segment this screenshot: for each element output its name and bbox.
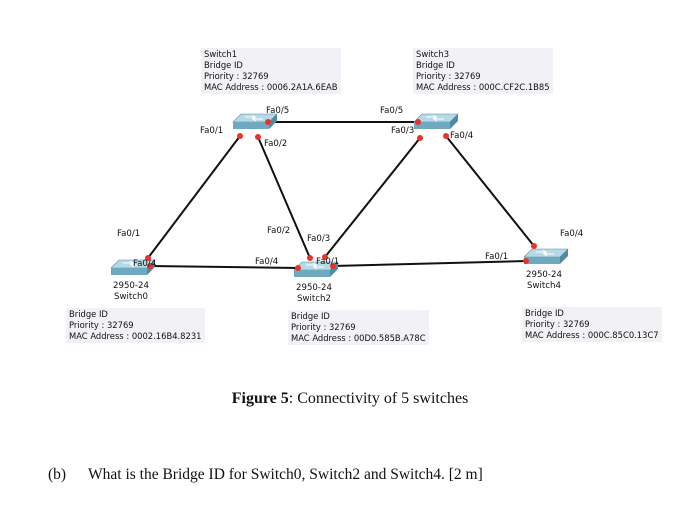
port-dot-switch0-Fa0-1 bbox=[145, 255, 151, 261]
switch0-name-label: Switch0 bbox=[114, 292, 148, 302]
switch2-model-label: 2950-24 bbox=[296, 283, 332, 293]
switch1-info-mac: MAC Address : 0006.2A1A.6EAB bbox=[204, 82, 338, 92]
switch3-info-title: Switch3 bbox=[416, 49, 450, 59]
link-switch1-switch0 bbox=[147, 135, 241, 259]
switch4-info-priority: Priority : 32769 bbox=[525, 319, 590, 329]
switch0-info: Bridge ID Priority : 32769 MAC Address :… bbox=[66, 308, 205, 343]
switch2-name-label: Switch2 bbox=[297, 294, 331, 304]
port-label-switch0-Fa0-1: Fa0/1 bbox=[117, 229, 140, 239]
port-dot-switch2-Fa0-4 bbox=[295, 265, 301, 271]
switch0-info-mac: MAC Address : 0002.16B4.8231 bbox=[69, 331, 202, 341]
switch2-icon[interactable] bbox=[293, 261, 339, 277]
question: (b) What is the Bridge ID for Switch0, Sw… bbox=[48, 466, 483, 484]
port-label-switch4-Fa0-1: Fa0/1 bbox=[485, 252, 508, 262]
switch1-info-priority: Priority : 32769 bbox=[204, 71, 269, 81]
port-label-switch1-Fa0-5: Fa0/5 bbox=[266, 106, 289, 116]
figure-caption-text: : Connectivity of 5 switches bbox=[288, 390, 469, 407]
port-label-switch2-Fa0-2: Fa0/2 bbox=[267, 226, 290, 236]
switch3-info-mac: MAC Address : 000C.CF2C.1B85 bbox=[416, 82, 550, 92]
port-dot-switch1-Fa0-5 bbox=[265, 119, 271, 125]
port-label-switch3-Fa0-4: Fa0/4 bbox=[450, 131, 473, 141]
switch0-info-bridge-id: Bridge ID bbox=[69, 309, 108, 319]
switch4-model-label: 2950-24 bbox=[526, 270, 562, 280]
link-switch3-switch2 bbox=[324, 137, 421, 258]
switch4-info: Bridge ID Priority : 32769 MAC Address :… bbox=[522, 307, 662, 342]
link-switch1-switch2 bbox=[257, 136, 311, 259]
port-label-switch1-Fa0-1: Fa0/1 bbox=[200, 126, 223, 136]
switch4-name-label: Switch4 bbox=[527, 281, 561, 291]
port-dot-switch4-Fa0-4 bbox=[531, 243, 537, 249]
switch0-model-label: 2950-24 bbox=[113, 281, 149, 291]
link-switch0-switch2 bbox=[149, 265, 299, 269]
port-dot-switch0-Fa0-4 bbox=[147, 263, 153, 269]
question-text: What is the Bridge ID for Switch0, Switc… bbox=[88, 466, 483, 483]
port-label-switch4-Fa0-4: Fa0/4 bbox=[560, 229, 583, 239]
port-dot-switch4-Fa0-1 bbox=[523, 258, 529, 264]
switch0-info-priority: Priority : 32769 bbox=[69, 320, 134, 330]
link-switch2-switch4 bbox=[332, 260, 527, 267]
switch1-info-title: Switch1 bbox=[204, 49, 238, 59]
switch3-icon[interactable] bbox=[413, 113, 459, 129]
port-label-switch3-Fa0-3: Fa0/3 bbox=[391, 126, 414, 136]
port-label-switch1-Fa0-2: Fa0/2 bbox=[264, 139, 287, 149]
port-dot-switch2-Fa0-3 bbox=[322, 254, 328, 260]
port-label-switch0-Fa0-4: Fa0/4 bbox=[133, 259, 156, 269]
switch3-info: Switch3 Bridge ID Priority : 32769 MAC A… bbox=[413, 48, 553, 94]
switch4-info-bridge-id: Bridge ID bbox=[525, 308, 564, 318]
switch0-icon[interactable] bbox=[110, 259, 156, 275]
switch3-info-bridge-id: Bridge ID bbox=[416, 60, 455, 70]
port-dot-switch3-Fa0-5 bbox=[415, 119, 421, 125]
port-dot-switch2-Fa0-2 bbox=[307, 255, 313, 261]
port-label-switch2-Fa0-3: Fa0/3 bbox=[307, 234, 330, 244]
figure-caption: Figure 5: Connectivity of 5 switches bbox=[0, 390, 700, 408]
port-dot-switch1-Fa0-2 bbox=[255, 134, 261, 140]
switch1-info-bridge-id: Bridge ID bbox=[204, 60, 243, 70]
switch4-icon[interactable] bbox=[523, 248, 569, 264]
port-label-switch2-Fa0-1: Fa0/1 bbox=[316, 257, 339, 267]
switch2-info: Bridge ID Priority : 32769 MAC Address :… bbox=[288, 310, 429, 345]
switch2-info-priority: Priority : 32769 bbox=[291, 322, 356, 332]
figure-caption-label: Figure 5 bbox=[231, 390, 289, 407]
port-dot-switch3-Fa0-3 bbox=[417, 135, 423, 141]
port-label-switch2-Fa0-4: Fa0/4 bbox=[255, 257, 278, 267]
switch2-info-bridge-id: Bridge ID bbox=[291, 311, 330, 321]
link-switch3-switch4 bbox=[445, 135, 535, 247]
port-dot-switch1-Fa0-1 bbox=[237, 133, 243, 139]
switch1-info: Switch1 Bridge ID Priority : 32769 MAC A… bbox=[201, 48, 341, 94]
switch4-info-mac: MAC Address : 000C.85C0.13C7 bbox=[525, 330, 659, 340]
switch2-info-mac: MAC Address : 00D0.585B.A78C bbox=[291, 333, 426, 343]
switch3-info-priority: Priority : 32769 bbox=[416, 71, 481, 81]
port-dot-switch2-Fa0-1 bbox=[330, 263, 336, 269]
port-label-switch3-Fa0-5: Fa0/5 bbox=[380, 106, 403, 116]
question-label: (b) bbox=[48, 466, 67, 483]
port-dot-switch3-Fa0-4 bbox=[443, 133, 449, 139]
